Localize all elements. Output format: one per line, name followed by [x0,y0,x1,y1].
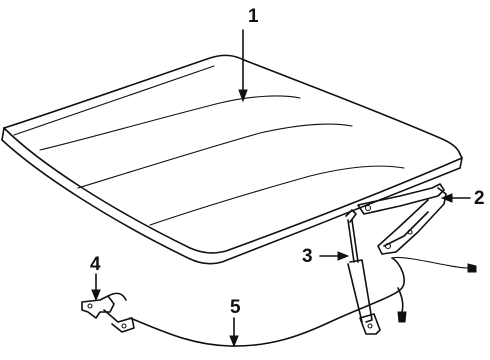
callout-1: 1 [238,6,259,103]
hood-hinge [357,183,447,255]
callout-number: 2 [474,188,485,209]
support-strut [345,209,381,335]
callout-number: 3 [302,246,313,267]
hood-latch [81,292,135,333]
release-cable [129,256,477,347]
callout-number: 5 [230,297,241,318]
callout-5: 5 [229,297,241,348]
callout-4: 4 [90,254,101,302]
callout-number: 1 [248,6,259,27]
callout-2: 2 [440,188,485,209]
callout-number: 4 [90,254,101,275]
hood-panel [1,54,463,265]
callout-3: 3 [302,246,350,267]
